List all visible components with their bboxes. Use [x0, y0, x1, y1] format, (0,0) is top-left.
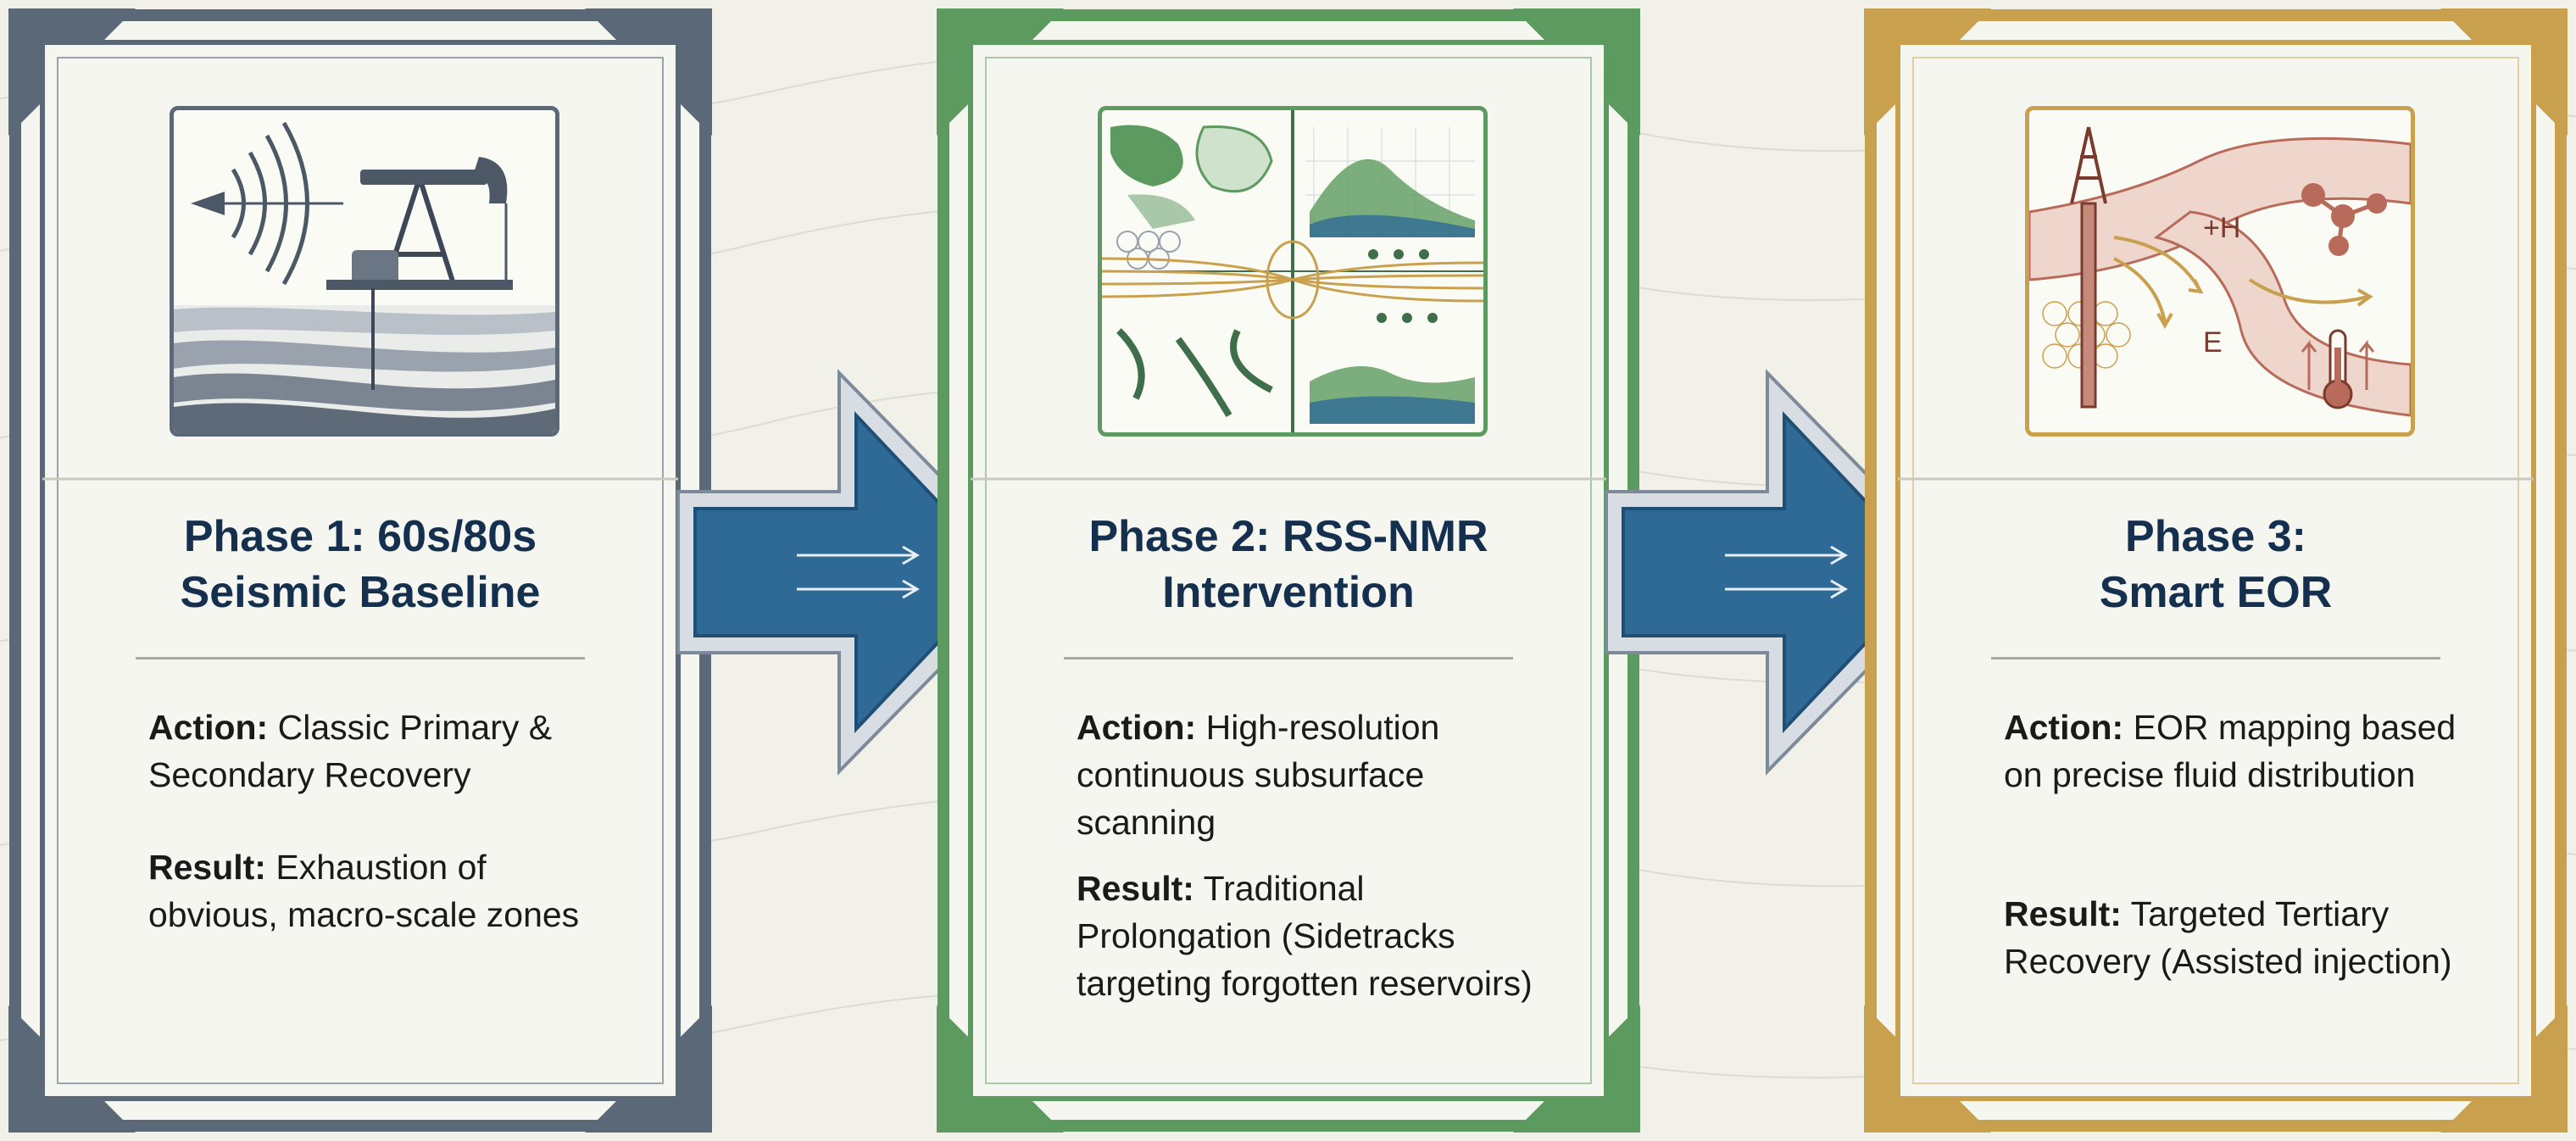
action-label: Action:: [1077, 708, 1197, 747]
action-text: EOR mapping based on precise fluid distr…: [2004, 708, 2456, 794]
phase-card-3: +H E Phase 3: Smart EOR Action: EOR mapp…: [1864, 8, 2568, 1133]
phase-title: Phase 1: 60s/80s Seismic Baseline: [59, 509, 661, 621]
action-description: Action: Classic Primary & Secondary Reco…: [148, 704, 623, 799]
right-arrow-icon: [676, 369, 1037, 776]
phase-title-line-2: Seismic Baseline: [180, 568, 541, 617]
phase-title: Phase 3: Smart EOR: [1915, 509, 2517, 621]
result-label: Result:: [148, 848, 266, 887]
eor-injection-icon: +H E: [2025, 106, 2415, 437]
result-text: Traditional Prolongation (Sidetracks tar…: [1077, 869, 1533, 1003]
result-description: Result: Exhaustion of obvious, macro-sca…: [148, 843, 623, 938]
phase-title-line-1: Phase 1: 60s/80s: [183, 512, 537, 561]
energy-label: E: [2203, 326, 2223, 359]
action-description: Action: EOR mapping based on precise flu…: [2004, 704, 2479, 799]
result-label: Result:: [2004, 894, 2122, 933]
action-text: Classic Primary & Secondary Recovery: [148, 708, 553, 794]
phase-title-line-1: Phase 2: RSS-NMR: [1088, 512, 1488, 561]
nmr-scan-panels-icon: [1098, 106, 1488, 437]
phase-card-1: Phase 1: 60s/80s Seismic Baseline Action…: [8, 8, 712, 1133]
result-description: Result: Traditional Prolongation (Sidetr…: [1077, 865, 1551, 1007]
phase-card-2: Phase 2: RSS-NMR Intervention Action: Hi…: [937, 8, 1640, 1133]
result-label: Result:: [1077, 869, 1194, 908]
divider: [136, 657, 585, 660]
action-text: High-resolution continuous subsurface sc…: [1077, 708, 1440, 842]
action-label: Action:: [2004, 708, 2124, 747]
divider: [1991, 657, 2440, 660]
result-description: Result: Targeted Tertiary Recovery (Assi…: [2004, 890, 2479, 985]
action-description: Action: High-resolution continuous subsu…: [1077, 704, 1551, 846]
divider: [1064, 657, 1513, 660]
seismic-pumpjack-icon: [170, 106, 559, 437]
phase-title-line-2: Intervention: [1162, 568, 1415, 617]
phase-title-line-1: Phase 3:: [2125, 512, 2306, 561]
phase-title-line-2: Smart EOR: [2099, 568, 2333, 617]
result-text: Exhaustion of obvious, macro-scale zones: [148, 848, 580, 934]
result-text: Targeted Tertiary Recovery (Assisted inj…: [2004, 894, 2452, 981]
action-label: Action:: [148, 708, 269, 747]
hydrogen-label: +H: [2203, 212, 2240, 244]
phase-title: Phase 2: RSS-NMR Intervention: [988, 509, 1589, 621]
